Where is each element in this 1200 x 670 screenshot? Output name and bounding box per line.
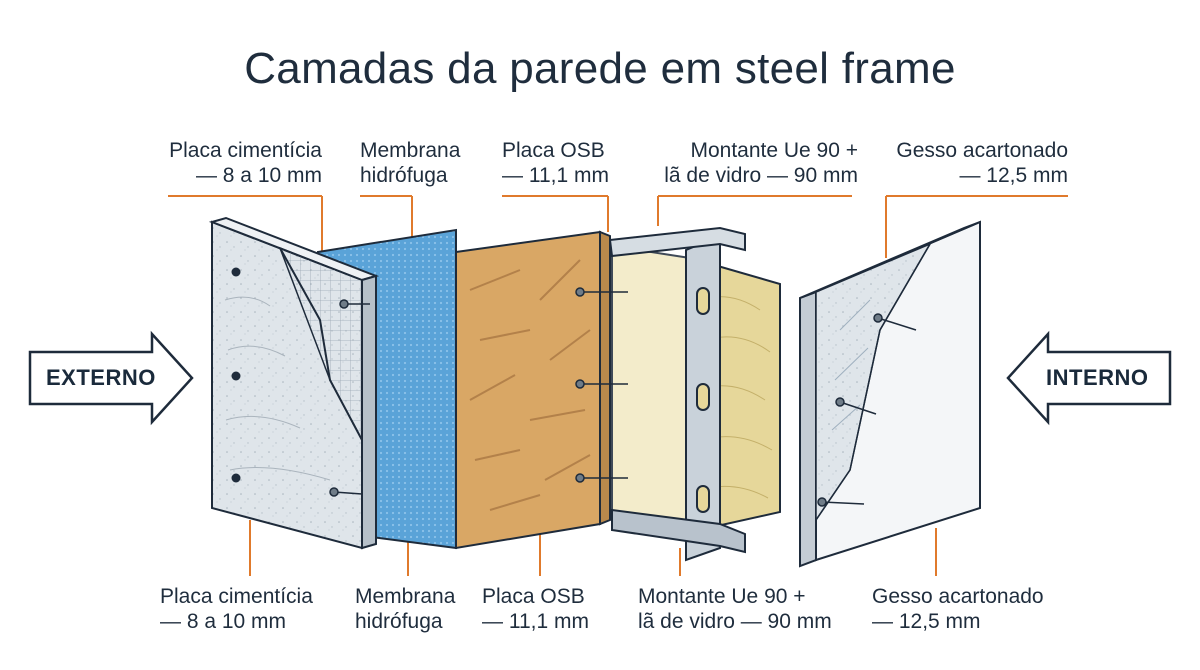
gypsum-board (799, 220, 981, 568)
bottom-label-gypsum: Gesso acartonado— 12,5 mm (872, 585, 1044, 633)
externo-arrow-icon (28, 330, 194, 426)
interno-arrow-icon (1006, 330, 1172, 426)
externo-label: EXTERNO (46, 365, 156, 390)
cement-board (208, 216, 380, 550)
leader-lines (168, 195, 1068, 576)
leader-top-gypsum (885, 195, 1068, 258)
leader-top-membrane (360, 195, 413, 238)
top-label-gypsum: Gesso acartonado— 12,5 mm (896, 139, 1068, 187)
leader-top-stud (657, 195, 852, 226)
bottom-label-osb: Placa OSB— 11,1 mm (482, 585, 589, 633)
top-label-osb: Placa OSB— 11,1 mm (502, 139, 609, 187)
top-label-cement-board: Placa cimentícia— 8 a 10 mm (169, 139, 322, 187)
bottom-label-cement-board: Placa cimentícia— 8 a 10 mm (160, 585, 313, 633)
diagram-title: Camadas da parede em steel frame (244, 44, 956, 93)
bottom-label-stud-insulation: Montante Ue 90 +lã de vidro — 90 mm (638, 585, 832, 633)
steel-stud-and-insulation (608, 226, 781, 562)
interno-label: INTERNO (1046, 365, 1149, 390)
top-label-stud-insulation: Montante Ue 90 +lã de vidro — 90 mm (664, 139, 858, 187)
osb-board (455, 230, 628, 550)
leader-top-cement (168, 195, 323, 255)
leader-top-osb (502, 195, 609, 232)
